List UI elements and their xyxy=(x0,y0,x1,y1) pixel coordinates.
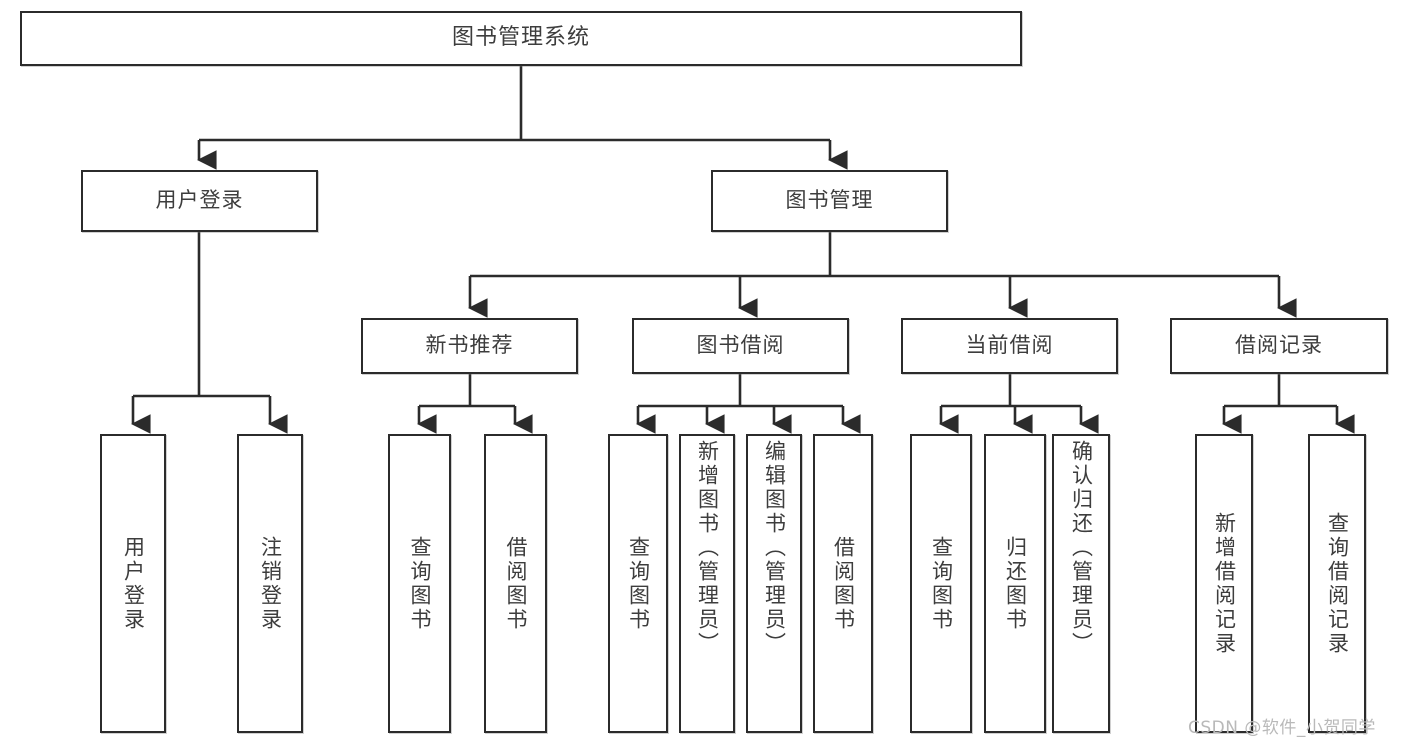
leaf-confirm-return-admin[interactable]: 确认归还（管理员） xyxy=(1052,434,1110,733)
leaf-user-logout-label: 注销登录 xyxy=(258,535,283,632)
leaf-return-book[interactable]: 归还图书 xyxy=(984,434,1046,733)
leaf-user-login-label: 用户登录 xyxy=(121,535,146,632)
node-new-book-recommend-label: 新书推荐 xyxy=(425,333,514,358)
leaf-query-book-recommend[interactable]: 查询图书 xyxy=(388,434,451,733)
leaf-add-book-admin[interactable]: 新增图书（管理员） xyxy=(679,434,735,733)
leaf-add-book-admin-label: 新增图书（管理员） xyxy=(695,440,720,656)
node-book-borrow-label: 图书借阅 xyxy=(696,333,785,358)
leaf-return-book-label: 归还图书 xyxy=(1003,535,1028,632)
leaf-query-book-recommend-label: 查询图书 xyxy=(408,535,432,632)
leaf-borrow-book-recommend[interactable]: 借阅图书 xyxy=(484,434,547,733)
node-borrow-records-label: 借阅记录 xyxy=(1235,333,1323,358)
leaf-edit-book-admin[interactable]: 编辑图书（管理员） xyxy=(746,434,802,733)
node-user-login-label: 用户登录 xyxy=(155,188,244,213)
leaf-query-book-current[interactable]: 查询图书 xyxy=(910,434,972,733)
leaf-edit-book-admin-label: 编辑图书（管理员） xyxy=(762,440,787,656)
node-root[interactable]: 图书管理系统 xyxy=(20,11,1022,66)
leaf-borrow-book[interactable]: 借阅图书 xyxy=(813,434,873,733)
node-root-label: 图书管理系统 xyxy=(451,25,590,51)
leaf-borrow-book-recommend-label: 借阅图书 xyxy=(504,535,528,632)
node-user-login[interactable]: 用户登录 xyxy=(81,170,318,232)
node-current-borrow[interactable]: 当前借阅 xyxy=(901,318,1118,374)
node-borrow-records[interactable]: 借阅记录 xyxy=(1170,318,1388,374)
leaf-query-borrow-record[interactable]: 查询借阅记录 xyxy=(1308,434,1366,733)
leaf-confirm-return-admin-label: 确认归还（管理员） xyxy=(1069,440,1094,656)
leaf-query-borrow-record-label: 查询借阅记录 xyxy=(1325,511,1350,656)
leaf-user-logout[interactable]: 注销登录 xyxy=(237,434,303,733)
leaf-query-book-current-label: 查询图书 xyxy=(929,535,954,632)
leaf-add-borrow-record-label: 新增借阅记录 xyxy=(1212,511,1237,656)
node-book-management-label: 图书管理 xyxy=(785,188,874,213)
node-new-book-recommend[interactable]: 新书推荐 xyxy=(361,318,578,374)
leaf-user-login[interactable]: 用户登录 xyxy=(100,434,166,733)
leaf-borrow-book-label: 借阅图书 xyxy=(831,535,856,632)
leaf-query-book-borrow-label: 查询图书 xyxy=(626,535,651,632)
node-current-borrow-label: 当前借阅 xyxy=(965,333,1054,358)
leaf-add-borrow-record[interactable]: 新增借阅记录 xyxy=(1195,434,1253,733)
leaf-query-book-borrow[interactable]: 查询图书 xyxy=(608,434,668,733)
node-book-borrow[interactable]: 图书借阅 xyxy=(632,318,849,374)
node-book-management[interactable]: 图书管理 xyxy=(711,170,948,232)
csdn-watermark: CSDN @软件_小贺同学 xyxy=(1188,718,1376,738)
